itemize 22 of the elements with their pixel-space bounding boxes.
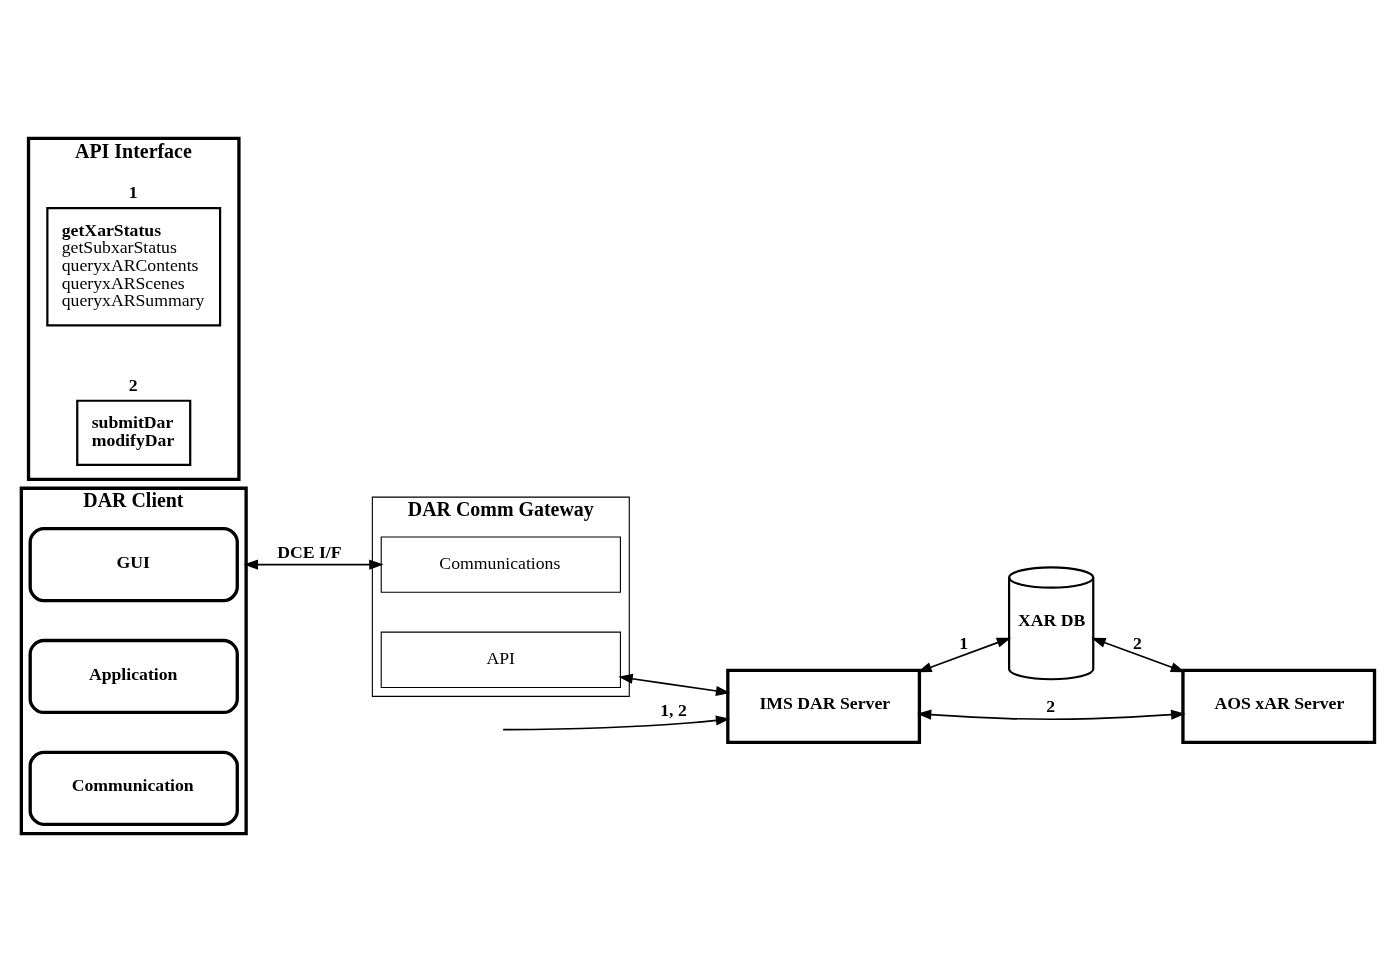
arrow <box>502 714 731 730</box>
node-box: Communication <box>28 750 239 826</box>
arrow <box>916 709 1186 720</box>
arrow <box>243 559 384 570</box>
edge-label: DCE I/F <box>277 541 342 562</box>
node-box: AOS xAR Server <box>1181 668 1377 744</box>
node-box: getXarStatus getSubxarStatus queryxARContents queryxARScenes queryxARSummary <box>46 206 222 327</box>
node-box: Application <box>28 638 239 714</box>
node-box: Communications <box>380 535 621 593</box>
arrow <box>1091 637 1186 672</box>
arrow <box>618 673 731 696</box>
edge-label: 1 <box>959 632 969 653</box>
node-box: IMS DAR Server <box>726 668 922 744</box>
node-box: submitDar modifyDar <box>76 399 192 466</box>
edge-label: 1, 2 <box>660 699 687 720</box>
node-box: API <box>380 631 621 688</box>
edge-label: 2 <box>1046 695 1056 716</box>
node-label: 2 <box>128 374 138 395</box>
arrow <box>917 637 1012 672</box>
edge-label: 2 <box>1133 632 1142 653</box>
node-label: 1 <box>128 181 138 202</box>
node-box: GUI <box>28 526 239 602</box>
